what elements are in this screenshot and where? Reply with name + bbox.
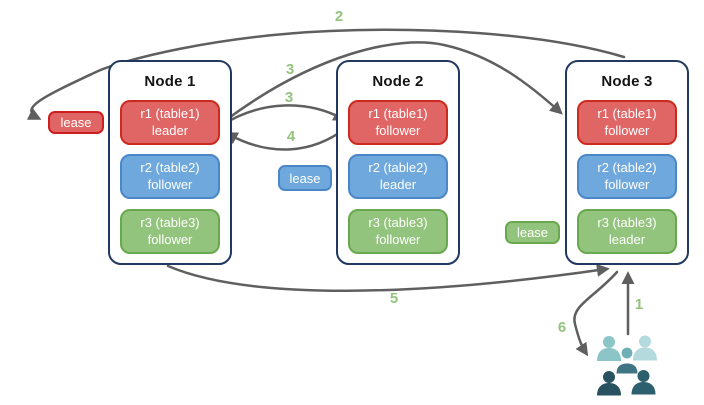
node1-r3-follower: r3 (table3) follower bbox=[120, 209, 220, 254]
step-label-5: 5 bbox=[389, 290, 399, 307]
node-2-title: Node 2 bbox=[372, 73, 424, 90]
client-middle bbox=[616, 347, 638, 374]
replica-name: r1 (table1) bbox=[368, 105, 428, 121]
node2-r1-follower: r1 (table1) follower bbox=[348, 100, 448, 145]
replica-role: follower bbox=[147, 231, 193, 247]
node3-r1-follower: r1 (table1) follower bbox=[577, 100, 677, 145]
node3-r3-leader: r3 (table3) leader bbox=[577, 209, 677, 254]
replica-role: follower bbox=[604, 176, 650, 192]
client-back-left bbox=[597, 336, 621, 361]
node-1-title: Node 1 bbox=[144, 73, 196, 90]
node-1: Node 1 r1 (table1) leader r2 (table2) fo… bbox=[108, 60, 232, 265]
lease-badge-table1: lease bbox=[48, 111, 104, 134]
client-front-right bbox=[631, 370, 656, 395]
node2-r2-leader: r2 (table2) leader bbox=[348, 154, 448, 199]
replica-role: leader bbox=[379, 176, 417, 192]
step-label-4: 4 bbox=[286, 128, 296, 145]
node-3-title: Node 3 bbox=[601, 73, 653, 90]
replica-name: r3 (table3) bbox=[597, 214, 657, 230]
replica-role: leader bbox=[608, 231, 646, 247]
replica-name: r2 (table2) bbox=[140, 159, 200, 175]
replica-role: follower bbox=[375, 122, 421, 138]
step-label-6: 6 bbox=[557, 319, 567, 336]
node-3: Node 3 r1 (table1) follower r2 (table2) … bbox=[565, 60, 689, 265]
step-label-3b: 3 bbox=[284, 89, 294, 106]
replica-name: r1 (table1) bbox=[140, 105, 200, 121]
step-label-3a: 3 bbox=[285, 61, 295, 78]
replica-role: leader bbox=[151, 122, 189, 138]
replica-name: r2 (table2) bbox=[597, 159, 657, 175]
replica-role: follower bbox=[375, 231, 421, 247]
arrow-step-5 bbox=[166, 263, 610, 292]
client-back-right bbox=[633, 335, 657, 361]
replica-role: follower bbox=[147, 176, 193, 192]
lease-badge-table2: lease bbox=[278, 165, 332, 191]
step-label-1: 1 bbox=[634, 296, 644, 313]
step-label-2: 2 bbox=[334, 8, 344, 25]
node1-r2-follower: r2 (table2) follower bbox=[120, 154, 220, 199]
replica-name: r3 (table3) bbox=[140, 214, 200, 230]
arrow-step-6 bbox=[573, 270, 619, 357]
lease-badge-table3: lease bbox=[505, 221, 560, 244]
node-2: Node 2 r1 (table1) follower r2 (table2) … bbox=[336, 60, 460, 265]
replica-name: r1 (table1) bbox=[597, 105, 657, 121]
node1-r1-leader: r1 (table1) leader bbox=[120, 100, 220, 145]
replica-name: r2 (table2) bbox=[368, 159, 428, 175]
arrow-step-3-to-node2 bbox=[220, 104, 347, 127]
clients-icon bbox=[597, 335, 657, 396]
replica-role: follower bbox=[604, 122, 650, 138]
node3-r2-follower: r2 (table2) follower bbox=[577, 154, 677, 199]
replica-name: r3 (table3) bbox=[368, 214, 428, 230]
client-front-left bbox=[597, 371, 621, 396]
node2-r3-follower: r3 (table3) follower bbox=[348, 209, 448, 254]
